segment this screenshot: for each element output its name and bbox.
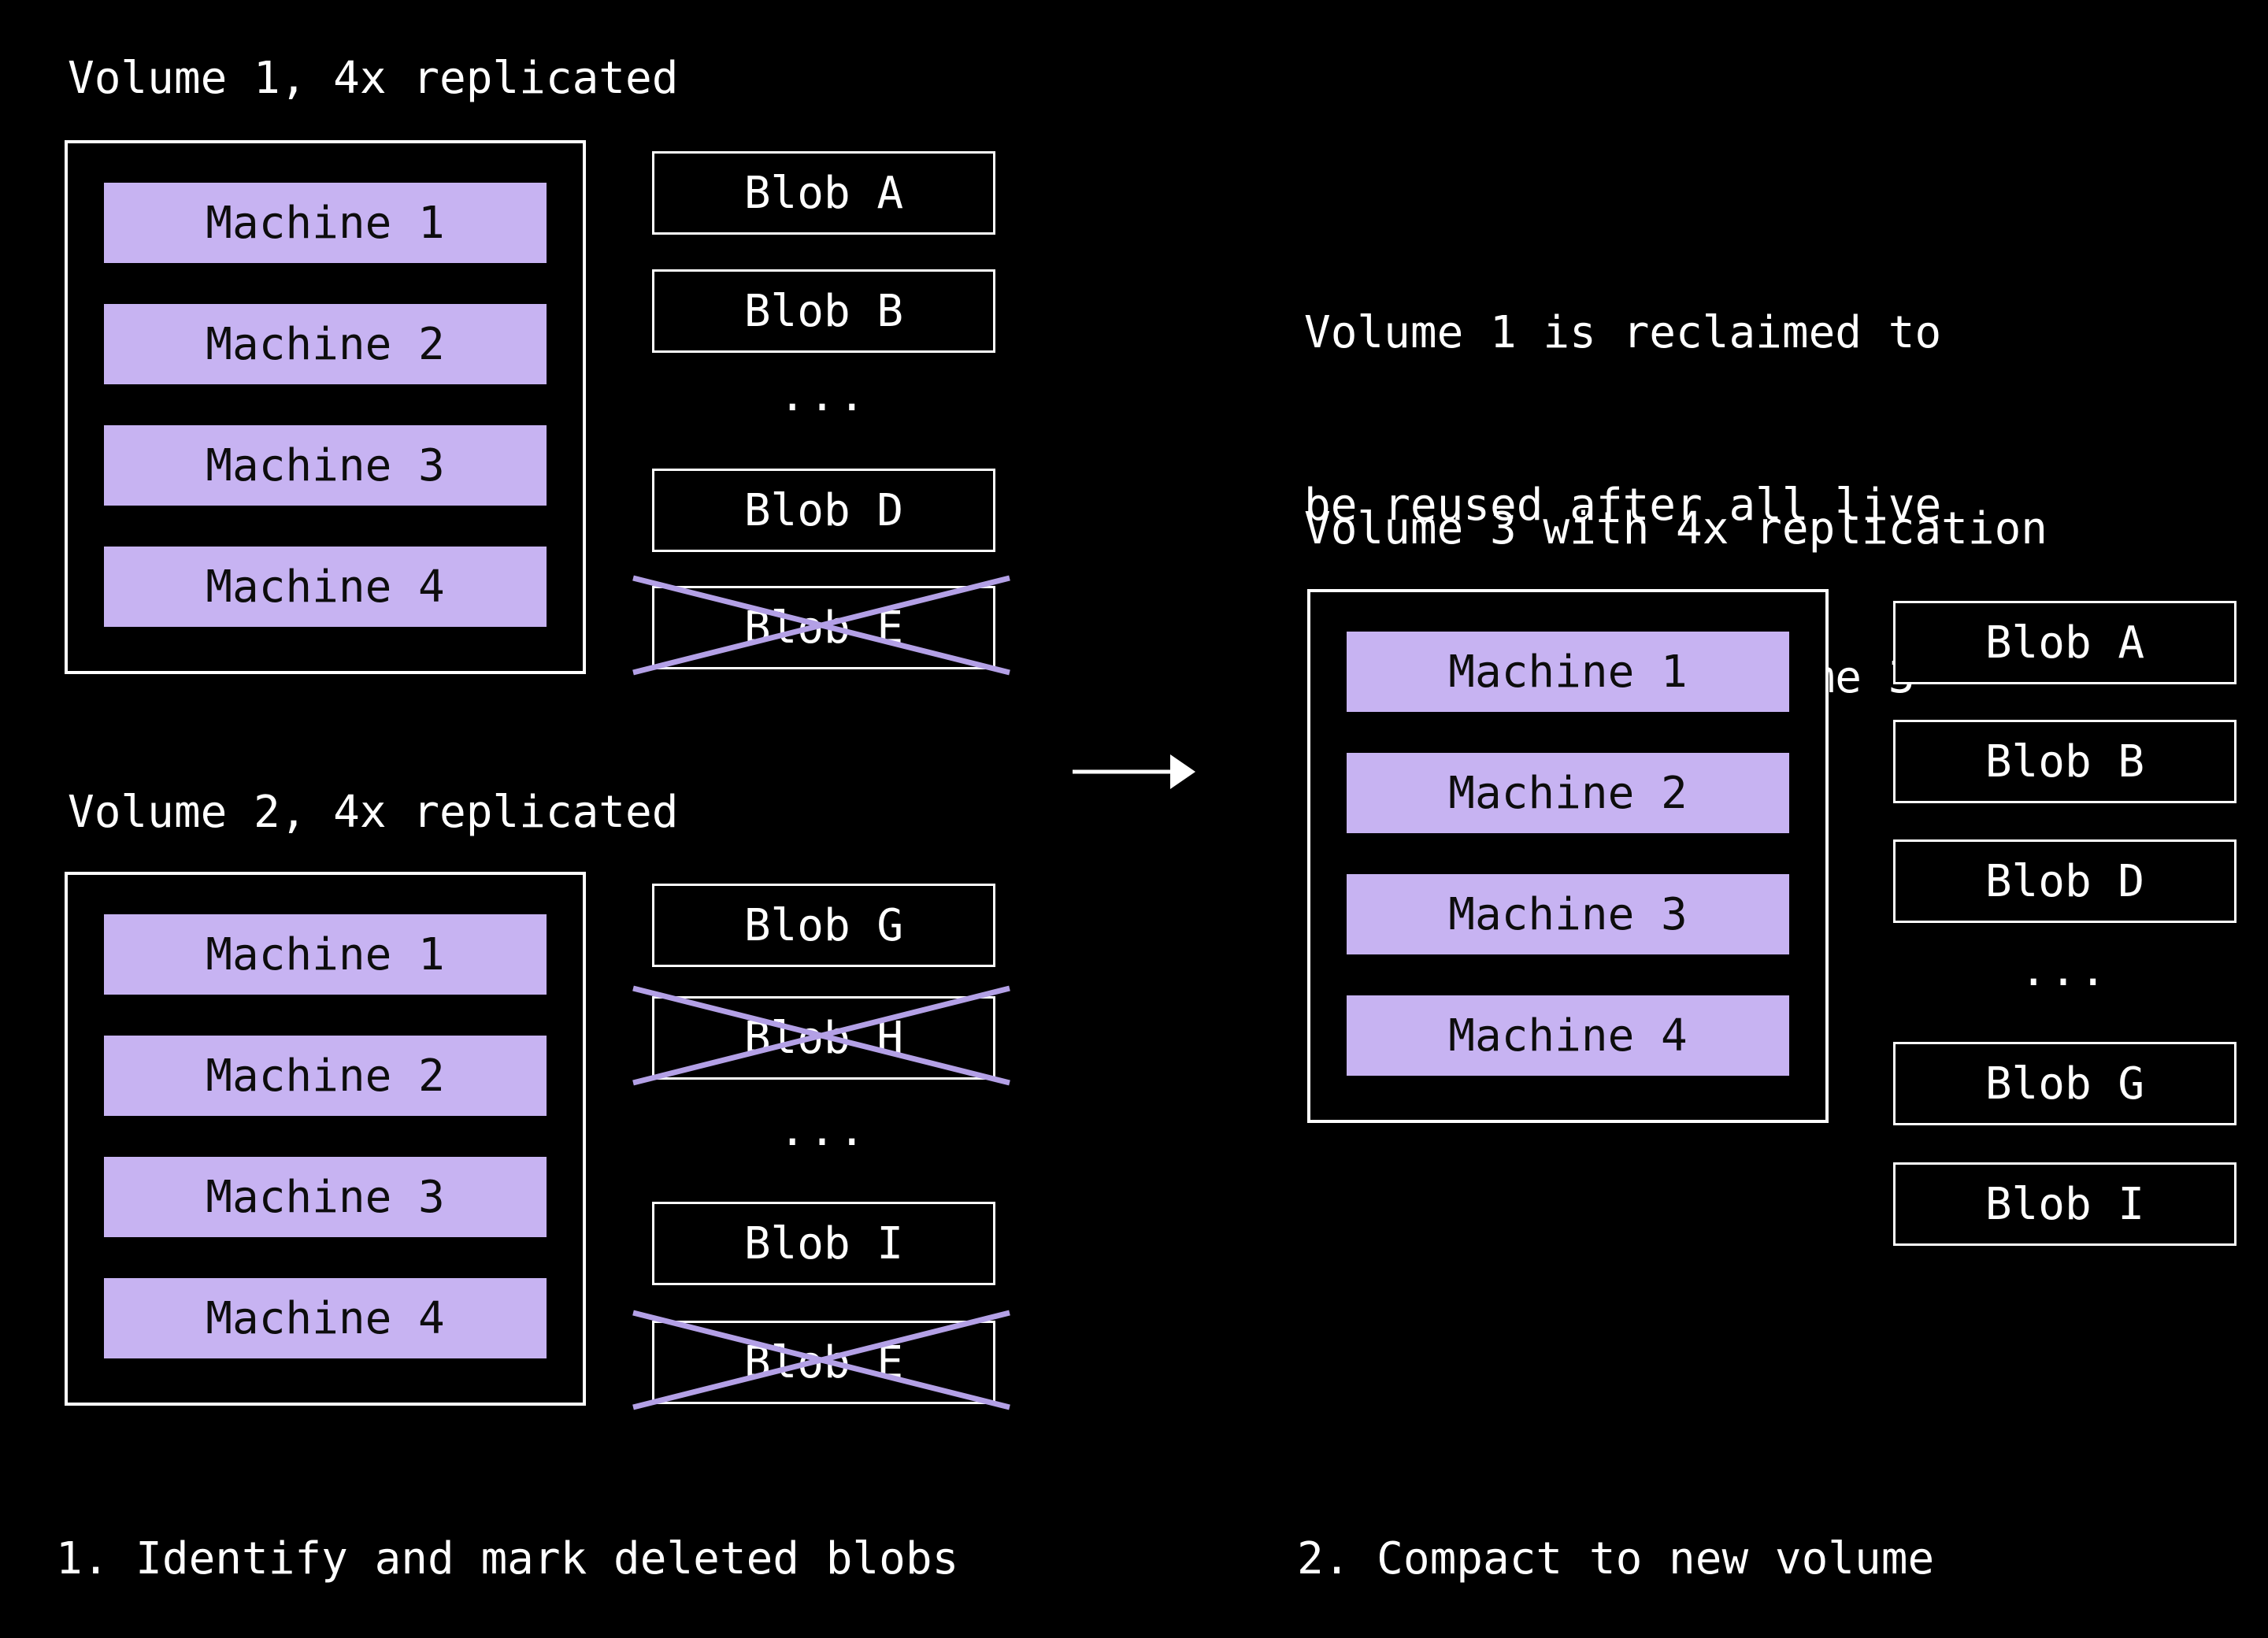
blob-box: Blob E [652,1321,995,1404]
blob-row: Blob A [1893,601,2236,684]
blob-box: Blob A [1893,601,2236,684]
blob-row-deleted: Blob E [632,1310,1010,1410]
blob-row-deleted: Blob E [632,575,1010,676]
ellipsis-more-blobs: ... [2020,945,2110,996]
ellipsis-more-blobs: ... [779,370,869,421]
blob-box: Blob G [1893,1042,2236,1125]
blob-row: Blob I [652,1202,995,1285]
ellipsis-more-blobs: ... [779,1105,869,1156]
blob-row: Blob D [652,469,995,552]
machine-box: Machine 3 [1347,874,1789,954]
blob-row: Blob A [652,151,995,235]
blob-box: Blob H [652,996,995,1080]
step2-caption: 2. Compact to new volume [1297,1533,1935,1584]
blob-row: Blob D [1893,839,2236,923]
blob-row: Blob B [652,269,995,353]
machine-box: Machine 4 [104,1278,547,1358]
machine-box: Machine 2 [104,1036,547,1116]
blob-box: Blob I [1893,1162,2236,1246]
volume3-title: Volume 3 with 4x replication [1304,503,2048,554]
blob-box: Blob B [1893,720,2236,803]
blob-box: Blob D [652,469,995,552]
blob-row-deleted: Blob H [632,985,1010,1086]
blob-row: Blob G [652,884,995,967]
blob-row: Blob B [1893,720,2236,803]
machine-box: Machine 1 [1347,632,1789,712]
blob-row: Blob G [1893,1042,2236,1125]
machine-box: Machine 4 [104,547,547,627]
blob-box: Blob B [652,269,995,353]
machine-box: Machine 2 [1347,753,1789,833]
blob-box: Blob D [1893,839,2236,923]
machine-box: Machine 3 [104,1157,547,1237]
machine-box: Machine 1 [104,183,547,263]
machine-box: Machine 3 [104,425,547,506]
blob-row: Blob I [1893,1162,2236,1246]
blob-box: Blob I [652,1202,995,1285]
machine-box: Machine 2 [104,304,547,384]
blob-box: Blob E [652,586,995,669]
reclaim-note-line: be reused after all live [1304,480,1942,531]
volume1-title: Volume 1, 4x replicated [68,53,679,104]
arrow-right-icon [1073,754,1195,789]
volume2-title: Volume 2, 4x replicated [68,787,679,838]
blob-box: Blob A [652,151,995,235]
machine-box: Machine 4 [1347,995,1789,1076]
blob-box: Blob G [652,884,995,967]
reclaim-note-line: Volume 1 is reclaimed to [1304,307,1942,358]
machine-box: Machine 1 [104,914,547,995]
volume1-box: Machine 1 Machine 2 Machine 3 Machine 4 [65,140,586,674]
volume3-box: Machine 1 Machine 2 Machine 3 Machine 4 [1307,589,1829,1123]
volume2-box: Machine 1 Machine 2 Machine 3 Machine 4 [65,872,586,1406]
step1-caption: 1. Identify and mark deleted blobs [56,1533,959,1584]
